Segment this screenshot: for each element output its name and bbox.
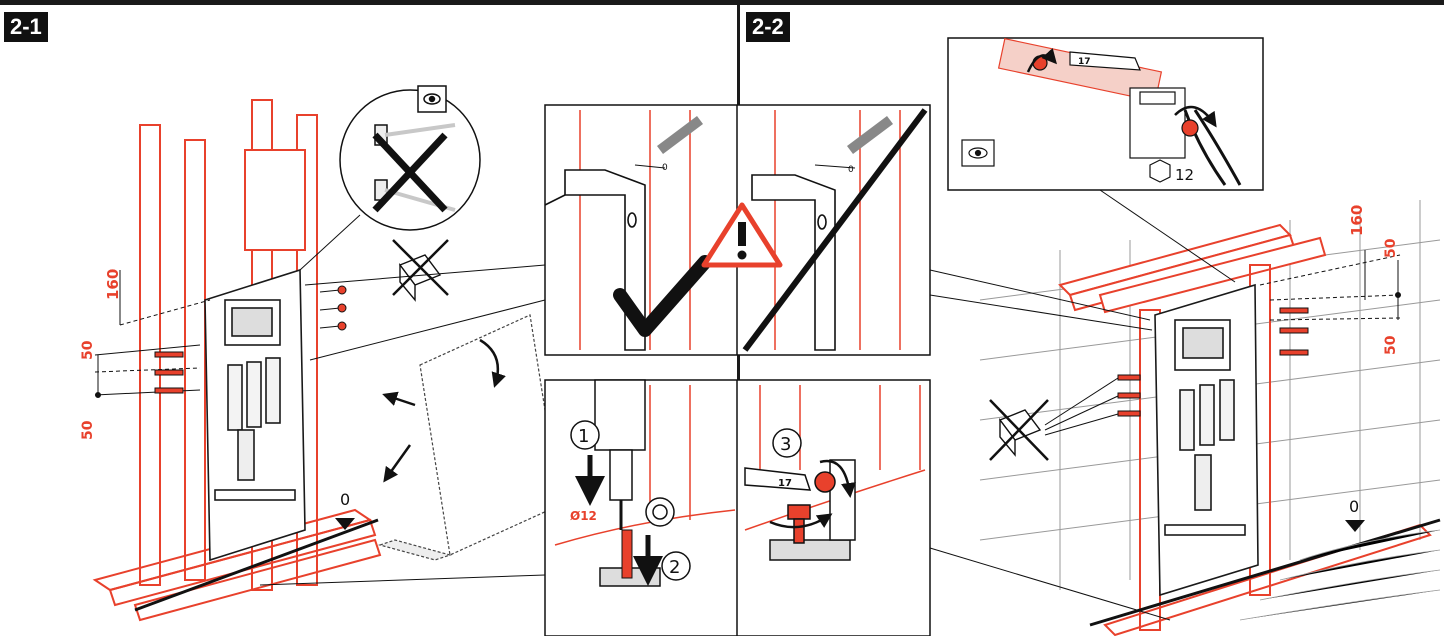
left-callout-lines xyxy=(259,264,546,586)
wrench-size-top: 17 xyxy=(1078,57,1091,67)
left-installation-frame xyxy=(204,268,306,562)
right-dim-zero: 0 xyxy=(1349,497,1359,516)
step-label-2-1: 2-1 xyxy=(4,12,48,42)
drill-size-label: Ø12 xyxy=(570,509,597,523)
wrench-size-bottom: 17 xyxy=(778,478,792,489)
right-header-rails xyxy=(1058,223,1327,314)
step-label-2-2: 2-2 xyxy=(746,12,790,42)
dowel xyxy=(621,529,633,579)
left-dim-160: 160 xyxy=(104,269,122,300)
check-gap-label: 0 xyxy=(662,163,668,173)
left-zero-marker xyxy=(335,518,355,530)
rotation-arrows xyxy=(769,459,856,529)
warn-gap-label: 0 xyxy=(848,165,854,175)
right-dim-50-lower: 50 xyxy=(1383,335,1399,355)
top-rule xyxy=(0,0,1444,5)
right-dimensions xyxy=(1259,250,1401,321)
detail-warn-frame xyxy=(742,108,928,352)
detail-check-frame xyxy=(544,116,712,351)
left-dim-50-upper: 50 xyxy=(80,340,96,360)
left-motion-arrows xyxy=(382,338,506,483)
left-tilted-frame xyxy=(377,314,561,561)
right-zero-marker xyxy=(1345,520,1365,532)
left-no-package-icon xyxy=(392,239,449,302)
left-dim-50-lower: 50 xyxy=(80,420,96,440)
hex-size-label: 12 xyxy=(1175,166,1194,184)
callout-2: 2 xyxy=(669,557,680,578)
right-floor-hatch xyxy=(1239,529,1441,621)
right-anchors xyxy=(1117,307,1309,417)
left-floor-line xyxy=(134,518,379,612)
left-loose-screws xyxy=(319,285,347,331)
callout-circle-2 xyxy=(661,551,691,581)
right-detail-arrows xyxy=(1026,48,1217,128)
right-no-package-icon xyxy=(989,377,1119,461)
right-floor-line xyxy=(1089,518,1441,627)
warning-icon xyxy=(701,202,783,268)
right-callout-lines xyxy=(929,189,1236,621)
right-dim-160: 160 xyxy=(1348,205,1366,236)
left-dim-zero: 0 xyxy=(340,490,350,509)
detail-top-studs xyxy=(579,110,901,350)
left-detail-circle xyxy=(299,85,481,271)
left-stud-frame xyxy=(92,99,382,622)
left-anchors xyxy=(154,351,184,394)
right-dim-50-upper: 50 xyxy=(1383,238,1399,258)
callout-circle-1 xyxy=(570,420,600,450)
callout-3: 3 xyxy=(780,434,791,455)
callout-circle-3 xyxy=(772,428,802,458)
detail-bottom-studs xyxy=(554,385,926,546)
bolt-assembly xyxy=(744,459,856,561)
callout-1: 1 xyxy=(578,426,589,447)
drill-arrows xyxy=(575,455,663,586)
right-installation-frame xyxy=(1154,283,1259,597)
